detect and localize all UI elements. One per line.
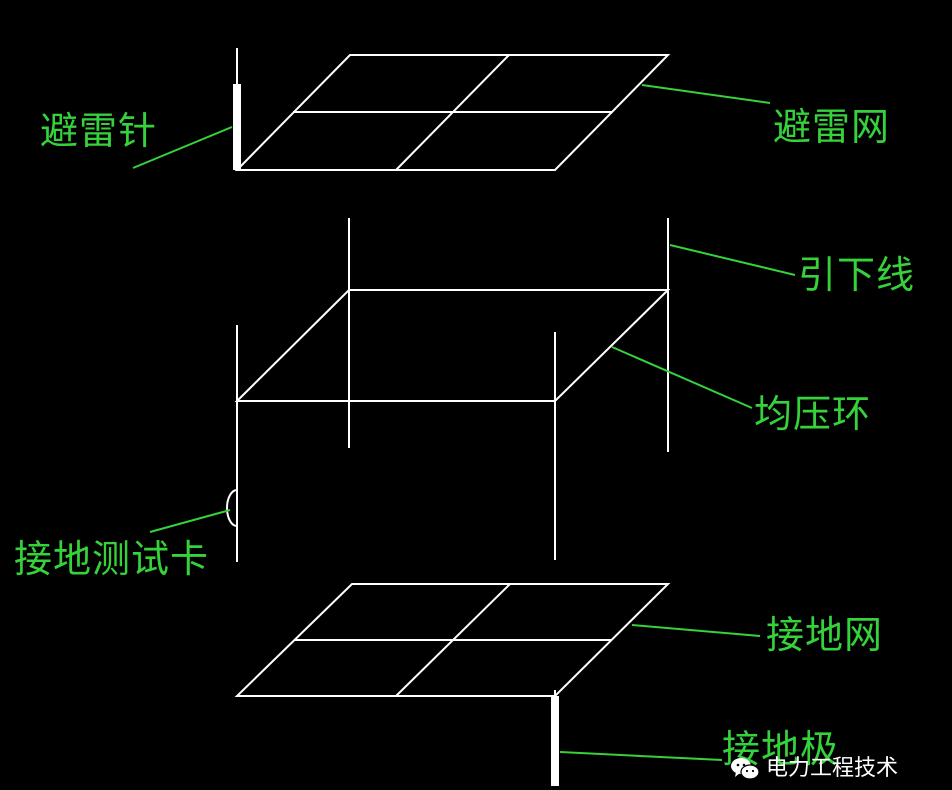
ground-test-clamp [226, 489, 238, 527]
lightning-net [234, 54, 671, 171]
equalizing-ring [234, 289, 671, 402]
leader-lightning-rod [132, 126, 233, 169]
leader-ground-test-clamp [149, 509, 231, 533]
label-down-conductor: 引下线 [798, 253, 916, 297]
down-conductors [236, 218, 669, 562]
lightning-rod [233, 48, 241, 170]
grounding-net [234, 583, 671, 697]
leader-lightning-net [641, 84, 771, 104]
label-lightning-net: 避雷网 [773, 105, 891, 149]
watermark: 电力工程技术 [730, 756, 898, 782]
leader-down-conductor [669, 244, 796, 276]
leader-ground-pole [559, 751, 723, 761]
label-grounding-net: 接地网 [766, 613, 884, 657]
label-lightning-rod: 避雷针 [40, 109, 158, 153]
label-ground-test-clamp: 接地测试卡 [14, 537, 210, 581]
leader-grounding-net [631, 624, 761, 637]
watermark-text: 电力工程技术 [766, 756, 899, 781]
wechat-icon [731, 758, 760, 780]
ground-pole [551, 690, 559, 786]
leader-equalizing-ring [611, 346, 753, 409]
label-equalizing-ring: 均压环 [754, 392, 872, 436]
